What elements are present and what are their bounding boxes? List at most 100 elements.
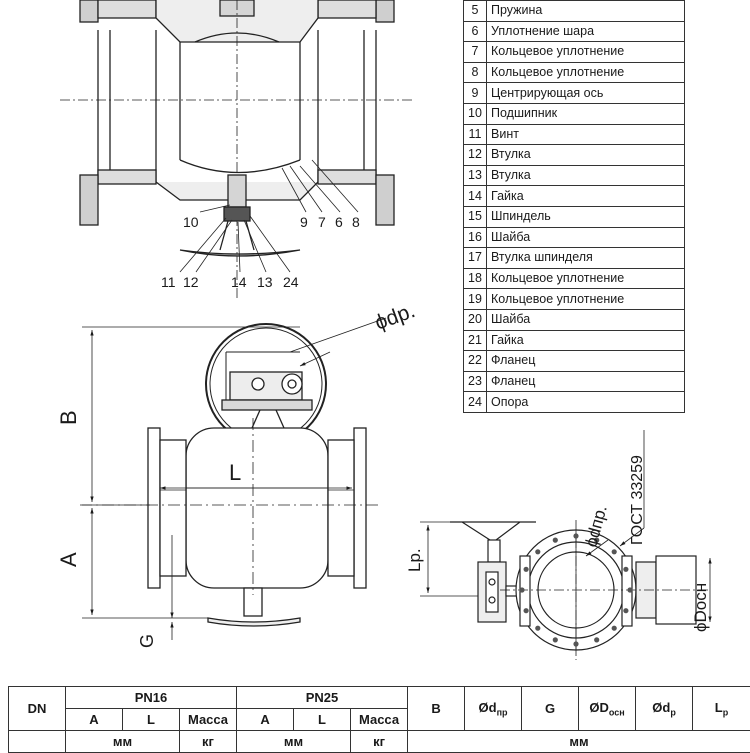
- part-name: Фланец: [486, 370, 685, 393]
- part-name: Шайба: [486, 226, 685, 249]
- part-name: Опора: [486, 391, 685, 413]
- bolt-hole: [594, 637, 600, 643]
- bolt-hole: [552, 537, 558, 543]
- bolt-hole: [535, 625, 541, 631]
- spec-odosn: ØDосн: [578, 686, 637, 731]
- callout-12: 12: [183, 274, 199, 290]
- part-number: 8: [463, 61, 487, 84]
- dim-G: G: [137, 634, 157, 648]
- part-number: 15: [463, 205, 487, 228]
- part-number: 9: [463, 82, 487, 104]
- valve-body: [185, 427, 329, 589]
- spec-dn: DN: [8, 686, 66, 731]
- gost-label: ГОСТ 33259: [629, 455, 646, 545]
- bolt-hole: [611, 625, 617, 631]
- bolt-hole: [611, 549, 617, 555]
- spec-odr: Ødр: [635, 686, 694, 731]
- part-name: Гайка: [486, 185, 685, 207]
- spec-pn25-l: L: [293, 708, 352, 731]
- part-number: 18: [463, 267, 487, 290]
- part-number: 20: [463, 308, 487, 331]
- dim-B: B: [56, 410, 81, 425]
- spec-lr: Lр: [692, 686, 750, 731]
- part-name: Подшипник: [486, 102, 685, 125]
- bolt-hole: [523, 608, 529, 614]
- part-number: 23: [463, 370, 487, 393]
- spec-pn16-a: A: [65, 708, 123, 731]
- callout-11: 11: [161, 274, 176, 290]
- spec-pn25-mm: мм: [236, 730, 352, 753]
- spec-g: G: [521, 686, 580, 731]
- spec-pn16-l: L: [122, 708, 180, 731]
- side-view: [420, 430, 712, 660]
- dim-Dosn: ϕDосн: [691, 583, 710, 632]
- dim-dr: ϕdр.: [372, 299, 418, 335]
- part-name: Гайка: [486, 329, 685, 352]
- part-number: 6: [463, 20, 487, 43]
- part-name: Втулка: [486, 144, 685, 166]
- part-name: Кольцевое уплотнение: [486, 41, 685, 63]
- callout-14: 14: [231, 274, 247, 290]
- part-name: Шпиндель: [486, 205, 685, 228]
- callout-13: 13: [257, 274, 273, 290]
- section-callout-labels: 9 7 6 8 10 11 12 14 13 24: [161, 214, 360, 290]
- part-name: Кольцевое уплотнение: [486, 267, 685, 290]
- part-number: 17: [463, 247, 487, 269]
- section-view: [60, 0, 415, 300]
- front-view: [80, 317, 387, 640]
- callout-8: 8: [352, 214, 360, 230]
- spec-pn25-kg: кг: [350, 730, 409, 753]
- part-name: Кольцевое уплотнение: [486, 61, 685, 84]
- bolt-hole: [573, 533, 579, 539]
- part-number: 21: [463, 329, 487, 352]
- front-view-labels: B A L G ϕdр.: [56, 299, 418, 648]
- spec-pn25-a: A: [236, 708, 295, 731]
- spec-pn16-mass: Масса: [178, 708, 238, 731]
- part-number: 10: [463, 102, 487, 125]
- part-name: Кольцевое уплотнение: [486, 288, 685, 310]
- spec-dn-unit: [8, 730, 66, 753]
- part-name: Уплотнение шара: [486, 20, 685, 43]
- specs-table: DN PN16 PN25 B Ødпр G ØDосн Ødр Lр A L М…: [8, 686, 750, 753]
- bolt-hole: [519, 587, 525, 593]
- spec-pn16-kg: кг: [178, 730, 238, 753]
- part-number: 22: [463, 350, 487, 372]
- bolt-hole: [627, 587, 633, 593]
- part-number: 13: [463, 164, 487, 187]
- bolt-hole: [535, 549, 541, 555]
- part-number: 19: [463, 288, 487, 310]
- spec-mm: мм: [407, 730, 750, 753]
- spec-pn25: PN25: [236, 686, 409, 709]
- bolt-hole: [623, 608, 629, 614]
- part-number: 16: [463, 226, 487, 249]
- part-number: 7: [463, 41, 487, 63]
- dim-L: L: [229, 460, 241, 485]
- part-name: Втулка шпинделя: [486, 247, 685, 269]
- spec-pn16-mm: мм: [65, 730, 180, 753]
- part-name: Шайба: [486, 308, 685, 331]
- bolt-hole: [552, 637, 558, 643]
- bolt-hole: [523, 566, 529, 572]
- dim-A: A: [56, 552, 81, 567]
- part-number: 5: [463, 0, 487, 22]
- bolt-hole: [623, 566, 629, 572]
